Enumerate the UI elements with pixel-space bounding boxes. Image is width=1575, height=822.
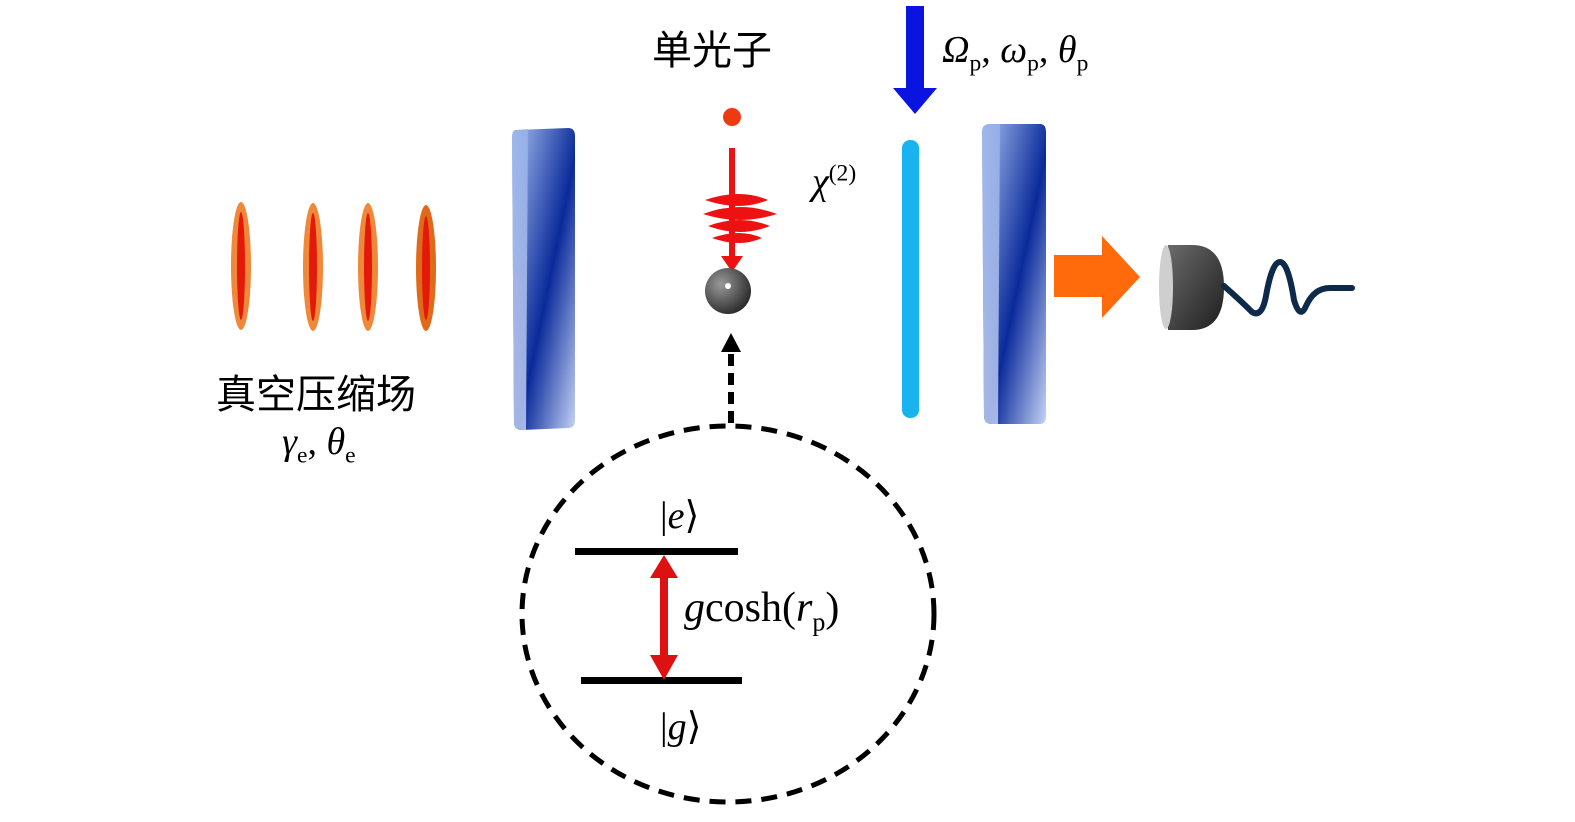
coupling-close: ) bbox=[825, 585, 840, 631]
pump-rabi-symbol: Ω bbox=[942, 29, 970, 71]
excited-symbol: e bbox=[667, 495, 685, 537]
right-mirror bbox=[982, 124, 1046, 424]
gamma-symbol: γ bbox=[282, 421, 297, 463]
coupling-func: cosh( bbox=[705, 585, 796, 631]
coupling-r: r bbox=[795, 585, 813, 631]
separator: , bbox=[1038, 29, 1058, 71]
detector-cable bbox=[1221, 258, 1355, 317]
gamma-subscript: e bbox=[296, 442, 308, 469]
excited-level-line bbox=[575, 548, 738, 555]
squeezed-pulse bbox=[416, 205, 436, 331]
photon-dot bbox=[723, 108, 741, 126]
separator: , bbox=[307, 421, 327, 463]
squeezed-pulse bbox=[231, 202, 251, 330]
pump-frequency-symbol: ω bbox=[1000, 29, 1028, 71]
pump-arrow bbox=[893, 6, 937, 114]
theta-subscript: e bbox=[345, 442, 356, 469]
ket-bar: | bbox=[660, 706, 668, 748]
ket-bar: | bbox=[660, 495, 668, 537]
inset-connector-arrow bbox=[721, 333, 741, 425]
ground-level-line bbox=[581, 677, 742, 684]
detector bbox=[1159, 245, 1355, 330]
squeezed-pulses bbox=[231, 202, 436, 331]
coupling-label: gcosh(rp) bbox=[684, 584, 839, 637]
photon-arrowhead bbox=[721, 256, 743, 272]
ket-bracket: ⟩ bbox=[684, 495, 700, 537]
theta-symbol: θ bbox=[326, 421, 346, 463]
chi2-crystal bbox=[902, 140, 919, 418]
single-photon-label: 单光子 bbox=[652, 28, 772, 74]
atom bbox=[705, 268, 751, 314]
transition-arrow bbox=[650, 555, 678, 680]
squeezed-pulse bbox=[303, 203, 323, 331]
squeezed-params-label: γe, θe bbox=[282, 420, 356, 470]
ground-symbol: g bbox=[667, 706, 687, 748]
left-mirror bbox=[512, 128, 575, 430]
squeezed-pulse bbox=[358, 203, 378, 331]
pump-params-label: Ωp, ωp, θp bbox=[942, 28, 1088, 78]
squeezed-field-label: 真空压缩场 bbox=[216, 372, 416, 418]
excited-state-label: |e⟩ bbox=[660, 493, 699, 538]
pump-phase-subscript: p bbox=[1076, 50, 1089, 77]
chi-superscript: (2) bbox=[828, 160, 857, 187]
pump-phase-symbol: θ bbox=[1057, 29, 1077, 71]
chi2-label: χ(2) bbox=[812, 160, 856, 204]
output-arrow bbox=[1054, 236, 1140, 318]
ket-bracket: ⟩ bbox=[686, 706, 702, 748]
atom-level-inset bbox=[519, 423, 937, 805]
pump-frequency-subscript: p bbox=[1027, 50, 1039, 77]
separator: , bbox=[981, 29, 1001, 71]
chi-symbol: χ bbox=[812, 161, 829, 203]
ground-state-label: |g⟩ bbox=[660, 704, 701, 749]
coupling-r-subscript: p bbox=[812, 607, 826, 637]
single-photon bbox=[703, 108, 777, 272]
coupling-g: g bbox=[684, 585, 705, 631]
pump-rabi-subscript: p bbox=[969, 50, 982, 77]
